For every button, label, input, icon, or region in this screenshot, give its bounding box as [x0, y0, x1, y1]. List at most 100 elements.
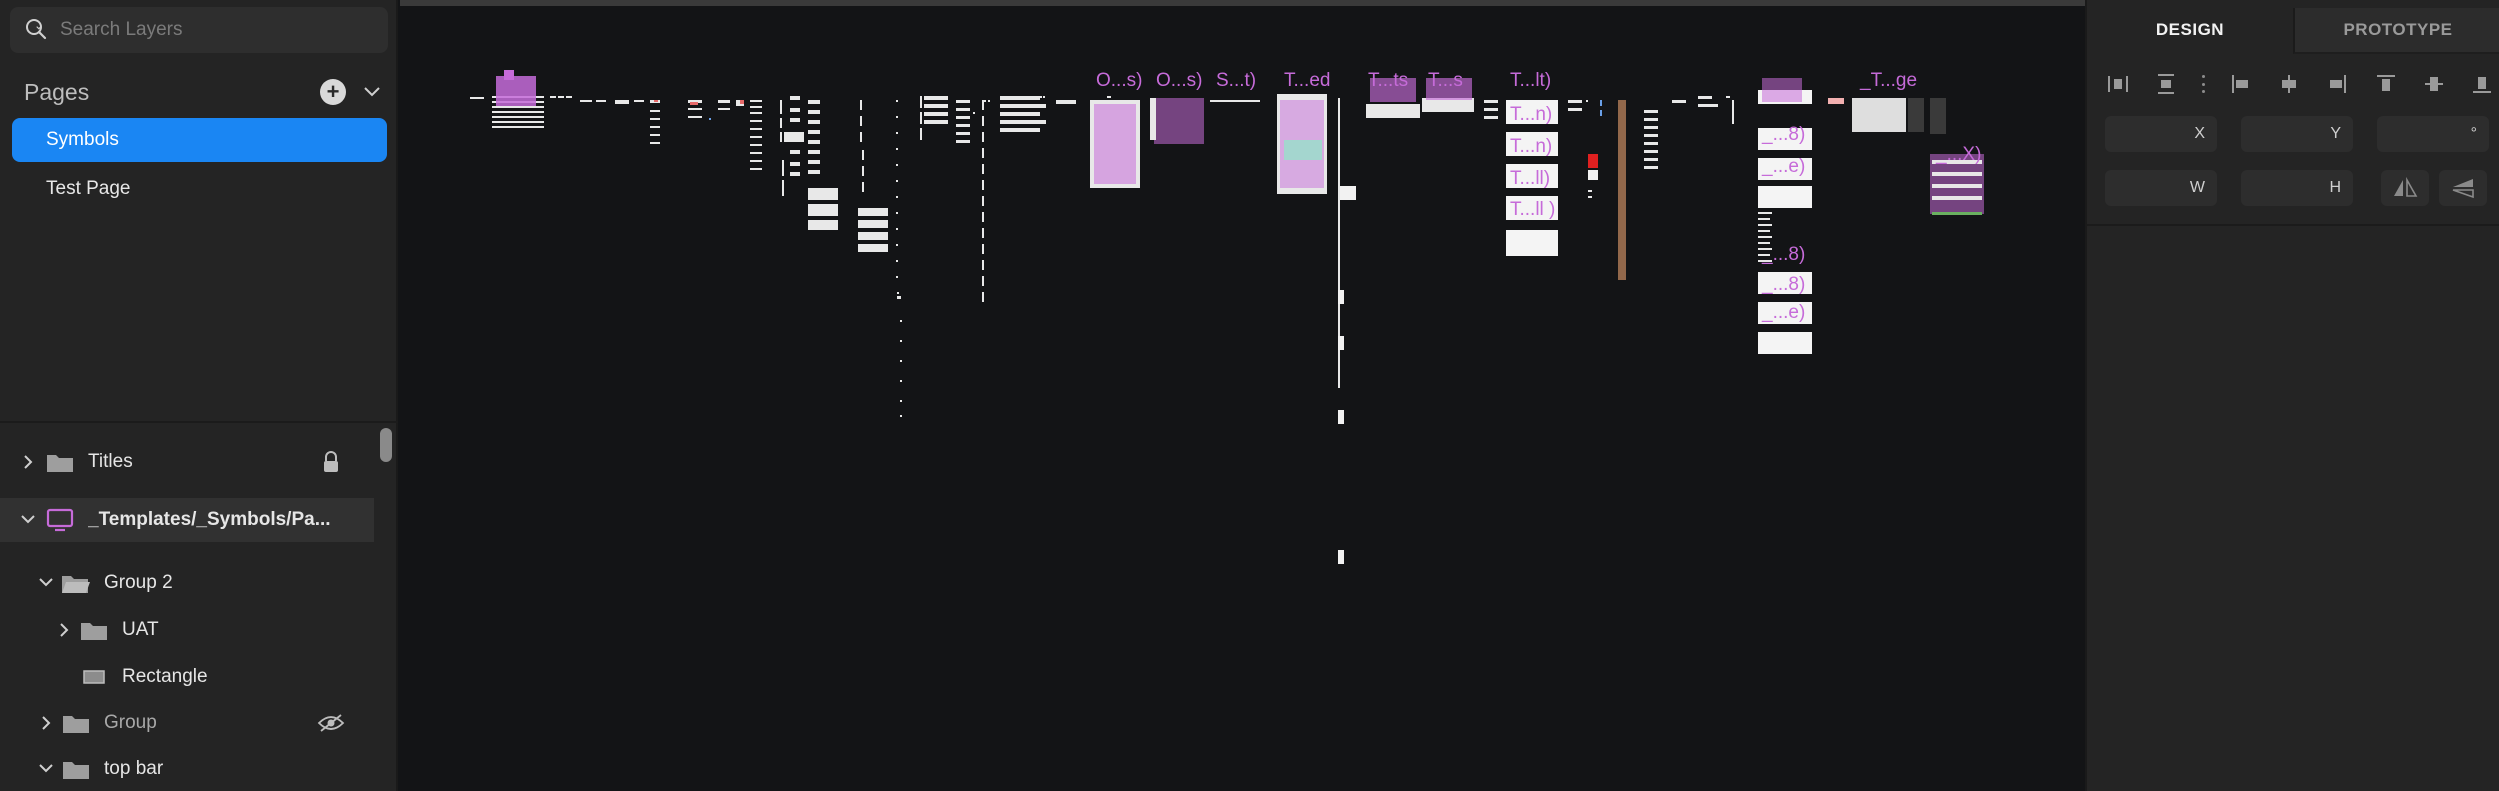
chevron-down-icon[interactable]: [18, 510, 38, 530]
artboard-label[interactable]: T...n): [1510, 136, 1552, 157]
collapse-pages-button[interactable]: [360, 80, 384, 104]
artboard-label[interactable]: T...ll ): [1510, 199, 1555, 220]
artboard-label[interactable]: _...8): [1761, 124, 1805, 145]
layer-label: Group 2: [104, 572, 173, 593]
artboard-label[interactable]: T...ll): [1510, 168, 1550, 189]
search-box[interactable]: [10, 7, 388, 53]
artboard-group-middle[interactable]: [1090, 78, 1498, 564]
artboard-label[interactable]: _...e): [1761, 302, 1805, 323]
align-top-icon[interactable]: [2373, 71, 2399, 97]
folder-open-icon: [60, 570, 92, 596]
rectangle-icon: [78, 664, 110, 690]
artboard-accent-patch: [1762, 78, 1802, 102]
inspector-panel: DESIGN PROTOTYPE X Y ° W H: [2085, 0, 2499, 791]
tab-prototype[interactable]: PROTOTYPE: [2293, 8, 2499, 54]
inspector-divider: [2087, 224, 2499, 226]
layer-label: Titles: [88, 451, 133, 472]
artboard-label[interactable]: S...t): [1216, 70, 1256, 91]
chevron-right-icon[interactable]: [54, 620, 74, 640]
distribute-vertical-icon[interactable]: [2153, 71, 2179, 97]
tab-design[interactable]: DESIGN: [2087, 8, 2293, 54]
eye-hidden-icon[interactable]: [316, 713, 346, 733]
folder-icon: [60, 756, 92, 782]
artboard-label[interactable]: T...n): [1510, 104, 1552, 125]
layer-row-group-2[interactable]: Group 2: [0, 561, 374, 605]
canvas-ruler: [400, 0, 2085, 6]
artboard-group-template-page[interactable]: [1828, 98, 1984, 215]
layer-label: Rectangle: [122, 666, 208, 687]
layer-row-uat[interactable]: UAT: [0, 608, 374, 652]
folder-icon: [44, 449, 76, 475]
alignment-toolbar: [2105, 68, 2495, 100]
width-field[interactable]: W: [2105, 170, 2217, 206]
inspector-tabs: DESIGN PROTOTYPE: [2087, 8, 2499, 54]
page-item-label: Test Page: [46, 178, 131, 199]
page-item-symbols[interactable]: Symbols: [12, 118, 387, 162]
artboard-column-t[interactable]: [1506, 100, 1558, 256]
search-input[interactable]: [60, 7, 388, 53]
layer-row-rectangle[interactable]: Rectangle: [0, 655, 374, 699]
flip-horizontal-icon: [2394, 177, 2418, 197]
artboard-accent-marks: [496, 70, 744, 120]
layer-row-top-bar[interactable]: top bar: [0, 747, 374, 791]
rotation-field[interactable]: °: [2377, 116, 2489, 152]
artboard-label[interactable]: T...ts: [1368, 70, 1408, 91]
page-item-test-page[interactable]: Test Page: [12, 167, 387, 211]
layer-label: Group: [104, 712, 157, 733]
artboard-label[interactable]: O...s): [1156, 70, 1202, 91]
layer-list-scrollbar[interactable]: [380, 428, 392, 462]
artboard-label[interactable]: T...s: [1428, 70, 1463, 91]
panel-divider[interactable]: [0, 421, 398, 423]
artboard-label[interactable]: _...X): [1935, 144, 1981, 165]
align-bottom-icon[interactable]: [2469, 71, 2495, 97]
distribute-horizontal-icon[interactable]: [2105, 71, 2131, 97]
symbol-icon: [44, 507, 76, 533]
align-right-icon[interactable]: [2324, 71, 2350, 97]
chevron-right-icon[interactable]: [18, 452, 38, 472]
height-field-label: H: [2329, 179, 2341, 196]
layer-row-templates[interactable]: _Templates/_Symbols/Pa...: [0, 498, 374, 542]
separator-dots: [2202, 75, 2206, 93]
artboard-label[interactable]: _...e): [1761, 156, 1805, 177]
align-horizontal-center-icon[interactable]: [2276, 71, 2302, 97]
chevron-down-icon[interactable]: [36, 573, 56, 593]
artboard-label[interactable]: T...ed: [1284, 70, 1330, 91]
artboard-label[interactable]: O...s): [1096, 70, 1142, 91]
artboard-label[interactable]: T...lt): [1510, 70, 1551, 91]
layer-label: _Templates/_Symbols/Pa...: [88, 509, 331, 530]
layer-list: Titles _Templates/_Symbols/Pa... Group 2…: [0, 436, 374, 791]
flip-horizontal-button[interactable]: [2381, 170, 2429, 206]
y-field-label: Y: [2330, 125, 2341, 142]
lock-icon[interactable]: [316, 451, 346, 473]
folder-icon: [60, 710, 92, 736]
artboard-cluster-left[interactable]: [470, 96, 1111, 417]
layers-sidebar: Pages + Symbols Test Page Titles _Templa…: [0, 0, 398, 791]
flip-vertical-button[interactable]: [2439, 170, 2487, 206]
artboard-column-underscore-lines: [1758, 212, 1772, 262]
align-vertical-center-icon[interactable]: [2421, 71, 2447, 97]
layer-label: UAT: [122, 619, 159, 640]
folder-icon: [78, 617, 110, 643]
artboard-strip-mixed[interactable]: [1568, 96, 1734, 280]
artboard-label[interactable]: _...8): [1761, 244, 1805, 265]
height-field[interactable]: H: [2241, 170, 2353, 206]
artboard-label[interactable]: _T...ge: [1859, 70, 1917, 91]
layer-row-titles[interactable]: Titles: [0, 440, 374, 484]
add-page-button[interactable]: +: [320, 79, 346, 105]
align-left-icon[interactable]: [2228, 71, 2254, 97]
canvas-artboards[interactable]: O...s)O...s)S...t)T...edT...tsT...sT...l…: [400, 0, 2085, 791]
pages-header: Pages +: [24, 76, 384, 108]
artboard-label[interactable]: _...8): [1761, 274, 1805, 295]
chevron-down-icon[interactable]: [36, 759, 56, 779]
x-field-label: X: [2194, 125, 2205, 142]
chevron-right-icon[interactable]: [36, 713, 56, 733]
page-item-label: Symbols: [46, 129, 119, 150]
layer-label: top bar: [104, 758, 164, 779]
search-icon: [26, 19, 47, 40]
y-field[interactable]: Y: [2241, 116, 2353, 152]
x-field[interactable]: X: [2105, 116, 2217, 152]
width-field-label: W: [2189, 179, 2205, 196]
layer-row-group[interactable]: Group: [0, 701, 374, 745]
rotation-field-label: °: [2470, 125, 2477, 142]
